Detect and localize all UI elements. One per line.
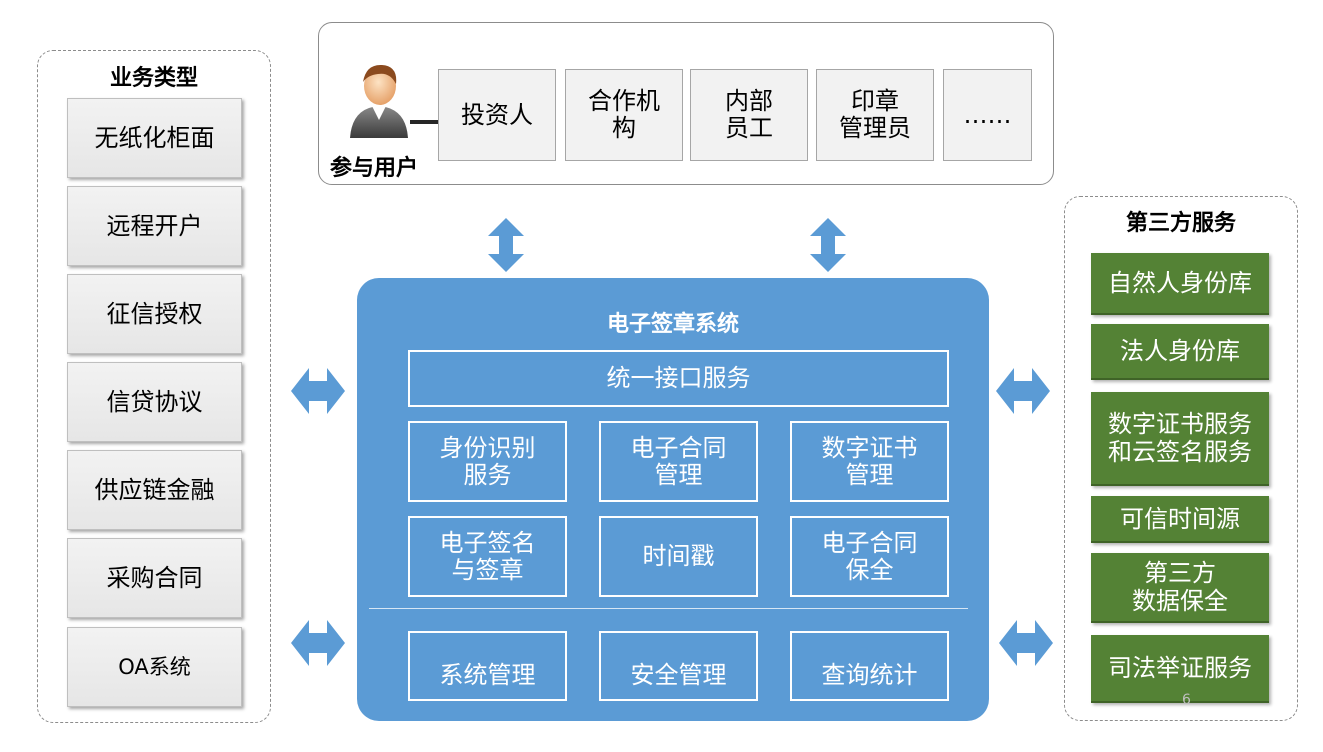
user-person-icon xyxy=(344,58,414,138)
horizontal-double-arrow-right-upper xyxy=(996,368,1050,418)
business-type-item: 无纸化柜面 xyxy=(67,98,242,178)
vertical-double-arrow-left xyxy=(488,218,524,276)
system-module: 电子签名 与签章 xyxy=(408,516,567,597)
third-party-service: 法人身份库 xyxy=(1091,324,1269,380)
page-number: 6 xyxy=(1182,692,1191,708)
participant-user-item: 合作机 构 xyxy=(565,69,683,161)
system-module: 身份识别 服务 xyxy=(408,421,567,502)
vertical-double-arrow-right xyxy=(810,218,846,276)
business-type-item: OA系统 xyxy=(67,627,242,707)
participant-user-item: …… xyxy=(943,69,1032,161)
participant-user-item: 投资人 xyxy=(438,69,556,161)
system-module: 数字证书 管理 xyxy=(790,421,949,502)
third-party-service: 数字证书服务 和云签名服务 xyxy=(1091,392,1269,486)
system-module: 时间戳 xyxy=(599,516,758,597)
business-type-item: 征信授权 xyxy=(67,274,242,354)
third-party-service: 可信时间源 xyxy=(1091,496,1269,543)
horizontal-double-arrow-left-upper xyxy=(291,368,345,418)
system-management-item: 系统管理 xyxy=(408,631,567,701)
system-management-item: 查询统计 xyxy=(790,631,949,701)
business-type-title: 业务类型 xyxy=(109,66,198,91)
third-party-service: 自然人身份库 xyxy=(1091,253,1269,315)
system-module: 电子合同 管理 xyxy=(599,421,758,502)
participant-user-item: 印章 管理员 xyxy=(816,69,934,161)
third-party-service: 司法举证服务 xyxy=(1091,635,1269,703)
unified-interface-service: 统一接口服务 xyxy=(408,350,949,407)
horizontal-double-arrow-right-lower xyxy=(999,620,1053,670)
esignature-system-title: 电子签章系统 xyxy=(606,312,739,337)
third-party-panel xyxy=(1064,196,1298,721)
third-party-title: 第三方服务 xyxy=(1125,211,1236,236)
business-type-item: 信贷协议 xyxy=(67,362,242,442)
business-type-panel xyxy=(37,50,271,723)
participant-user-item: 内部 员工 xyxy=(690,69,808,161)
horizontal-double-arrow-left-lower xyxy=(291,620,345,670)
business-type-item: 远程开户 xyxy=(67,186,242,266)
participant-users-label: 参与用户 xyxy=(330,156,419,181)
system-module: 电子合同 保全 xyxy=(790,516,949,597)
business-type-item: 采购合同 xyxy=(67,538,242,618)
system-management-item: 安全管理 xyxy=(599,631,758,701)
third-party-service: 第三方 数据保全 xyxy=(1091,553,1269,623)
business-type-item: 供应链金融 xyxy=(67,450,242,530)
user-connector-line xyxy=(410,120,440,124)
system-divider xyxy=(369,608,968,609)
